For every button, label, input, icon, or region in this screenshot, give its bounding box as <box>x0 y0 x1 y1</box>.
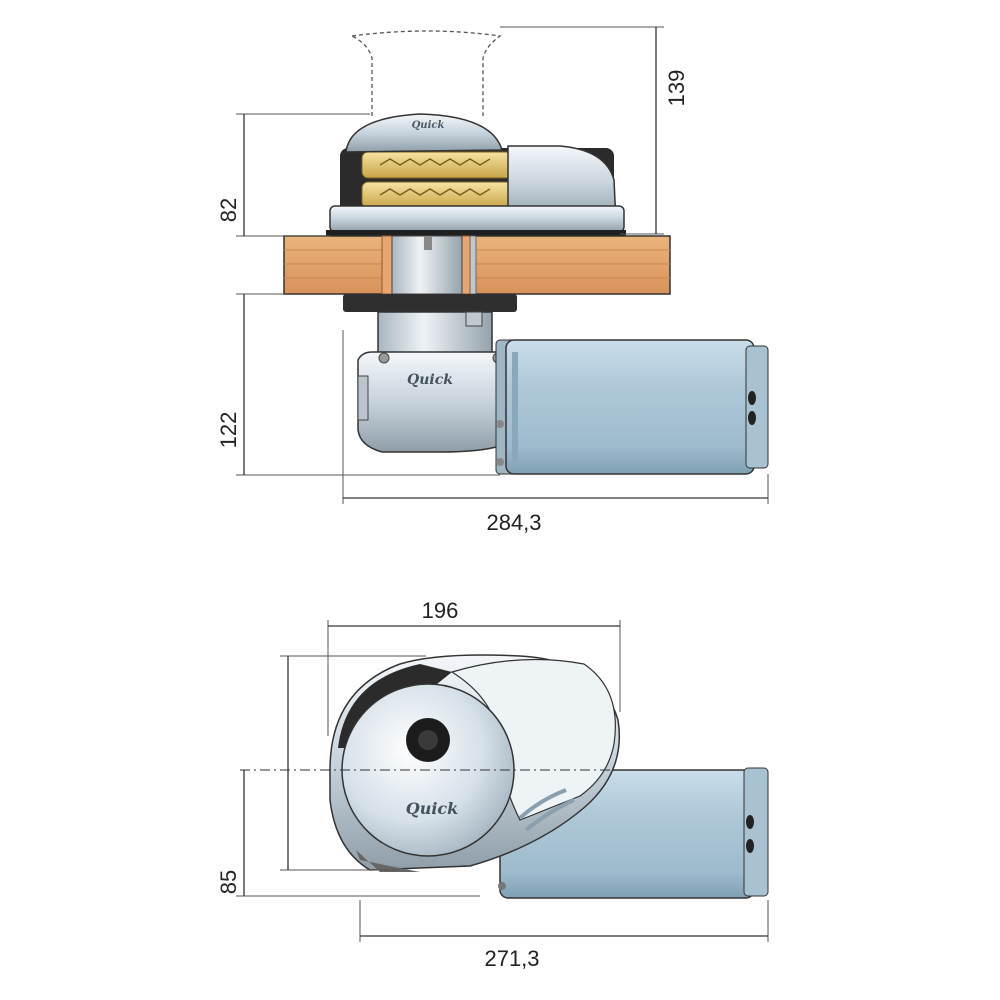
electric-motor <box>495 339 769 475</box>
cap-logo: Quick <box>412 120 445 131</box>
gypsy-upper <box>361 151 513 179</box>
side-view-dimensions: 139 82 122 284,3 <box>216 26 769 535</box>
chain-cover <box>507 145 617 223</box>
plan-view: Quick <box>329 654 769 899</box>
gypsy-lower <box>361 181 513 209</box>
windlass-top-housing: Quick <box>326 113 626 236</box>
dim-85: 85 <box>216 870 241 894</box>
underdeck-flange <box>343 294 517 312</box>
dim-82: 82 <box>216 198 241 222</box>
plan-view-dimensions: 85 196 271,3 <box>216 598 769 971</box>
dim-284-3: 284,3 <box>486 510 541 535</box>
dim-271-3: 271,3 <box>484 946 539 971</box>
dim-139: 139 <box>664 70 689 107</box>
gearbox: Quick <box>357 311 504 453</box>
side-view: Quick Quick <box>283 30 769 475</box>
capstan-cap <box>345 113 503 153</box>
capstan-dashed-outline <box>351 30 502 116</box>
deck-section <box>283 235 671 295</box>
plan-logo: Quick <box>406 799 458 818</box>
dim-122: 122 <box>216 412 241 449</box>
gearbox-logo: Quick <box>407 372 453 388</box>
dim-196: 196 <box>422 598 459 623</box>
base-plate <box>329 205 625 233</box>
